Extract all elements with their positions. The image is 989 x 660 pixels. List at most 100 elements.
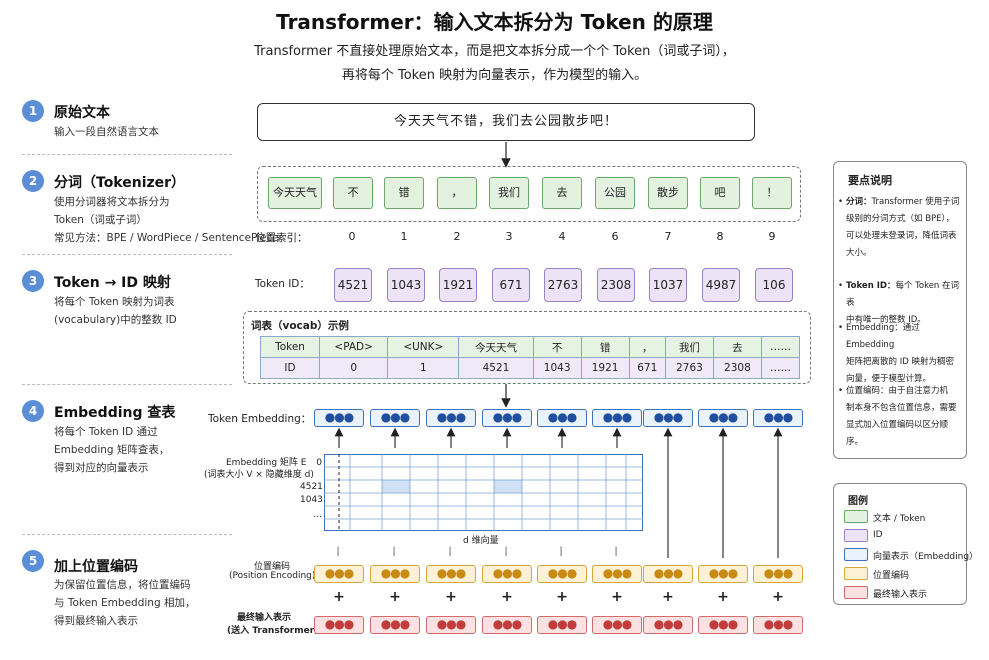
plus-sign: +	[772, 589, 784, 605]
final-input-vector: ●●●	[537, 616, 587, 634]
plus-sign: +	[333, 589, 345, 605]
legend-label: 位置编码	[873, 571, 910, 581]
token-id-box: 4521	[334, 268, 372, 302]
position-index: 4	[558, 230, 566, 243]
vocab-cell: 2763	[664, 357, 714, 379]
vocab-cell: ID	[260, 357, 320, 379]
legend-label: 向量表示（Embedding）	[873, 552, 979, 562]
token-id-box: 1921	[439, 268, 477, 302]
separator-bar: |	[614, 546, 618, 557]
token-box: 我们	[489, 177, 529, 209]
legend-panel	[833, 483, 967, 605]
legend-swatch-final	[844, 586, 868, 599]
separator-bar: |	[392, 546, 396, 557]
vocab-frame	[243, 311, 811, 384]
legend-title: 图例	[848, 496, 868, 507]
separator-bar: |	[448, 546, 452, 557]
plus-sign: +	[611, 589, 623, 605]
subtitle-line-2: 再将每个 Token 映射为向量表示，作为模型的输入。	[341, 68, 648, 83]
step-5-badge: 5	[22, 550, 44, 572]
token-id-label: Token ID：	[255, 278, 310, 290]
vocab-cell: 2308	[712, 357, 762, 379]
separator-bar: |	[336, 546, 340, 557]
token-box: ！	[752, 177, 792, 209]
step-3-title: Token → ID 映射	[54, 275, 171, 291]
dim-vector-label: d 维向量	[463, 536, 499, 546]
legend-swatch-token	[844, 510, 868, 523]
position-encoding-vector: ●●●	[426, 565, 476, 583]
notes-item-bold: Token ID：	[846, 281, 896, 291]
vocab-cell: ，	[628, 336, 666, 358]
plus-sign: +	[662, 589, 674, 605]
embedding-vector: ●●●	[592, 409, 642, 427]
step-3-badge: 3	[22, 270, 44, 292]
token-box: 吧	[700, 177, 740, 209]
position-encoding-vector: ●●●	[592, 565, 642, 583]
step-5-title: 加上位置编码	[54, 559, 138, 575]
legend-label: 最终输入表示	[873, 590, 928, 600]
separator-bar: |	[559, 546, 563, 557]
legend-label: 文本 / Token	[873, 514, 926, 524]
embedding-vector: ●●●	[698, 409, 748, 427]
position-encoding-vector: ●●●	[314, 565, 364, 583]
final-input-vector: ●●●	[370, 616, 420, 634]
vocab-cell: 1	[387, 357, 460, 379]
final-input-vector: ●●●	[753, 616, 803, 634]
final-input-label: 最终输入表示	[237, 613, 292, 623]
token-box: 错	[384, 177, 424, 209]
position-index: 6	[611, 230, 619, 243]
step-4-desc: 将每个 Token ID 通过 Embedding 矩阵查表， 得到对应的向量表…	[54, 426, 170, 474]
embedding-vector: ●●●	[482, 409, 532, 427]
vocab-cell: 0	[318, 357, 389, 379]
notes-panel	[833, 161, 967, 459]
embedding-matrix-title: Embedding 矩阵 E	[226, 458, 307, 468]
vocab-cell: ……	[760, 336, 801, 358]
position-encoding-vector: ●●●	[753, 565, 803, 583]
embedding-vector: ●●●	[314, 409, 364, 427]
position-index: 2	[453, 230, 461, 243]
position-encoding-vector: ●●●	[482, 565, 532, 583]
step-divider	[22, 534, 232, 535]
vocab-cell: 4521	[458, 357, 534, 379]
vocab-cell: 今天天气	[458, 336, 534, 358]
subtitle-line-1: Transformer 不直接处理原始文本，而是把文本拆分成一个个 Token（…	[254, 44, 735, 59]
legend-label: ID	[873, 530, 883, 540]
final-input-vector: ●●●	[482, 616, 532, 634]
legend-swatch-embedding	[844, 548, 868, 561]
matrix-row-label: 1043	[300, 495, 323, 505]
step-2-badge: 2	[22, 170, 44, 192]
token-id-box: 4987	[702, 268, 740, 302]
token-id-box: 671	[492, 268, 530, 302]
raw-text-box: 今天天气不错，我们去公园散步吧！	[257, 103, 755, 141]
embedding-vector: ●●●	[643, 409, 693, 427]
token-box: 公园	[595, 177, 635, 209]
vocab-cell: 我们	[664, 336, 714, 358]
matrix-row-label: ...	[313, 510, 322, 520]
vocab-id-row: ID 0 1 4521 1043 1921 671 2763 2308 ……	[260, 357, 801, 379]
position-index: 3	[505, 230, 513, 243]
position-index: 8	[716, 230, 724, 243]
position-index-label: 位置索引：	[255, 232, 308, 244]
final-input-vector: ●●●	[698, 616, 748, 634]
notes-item-bold: 分词：	[846, 197, 872, 207]
step-2-title: 分词（Tokenizer）	[54, 175, 186, 191]
position-index: 9	[768, 230, 776, 243]
step-divider	[22, 154, 232, 155]
matrix-row-label: 4521	[300, 482, 323, 492]
vocab-cell: Token	[260, 336, 320, 358]
plus-sign: +	[717, 589, 729, 605]
notes-item-text: 位置编码：由于自注意力机 制本身不包含位置信息，需要 显式加入位置编码以区分顺序…	[846, 386, 957, 447]
notes-item: • Embedding：通过 Embedding 矩阵把离散的 ID 映射为稠密…	[838, 320, 964, 388]
vocab-cell: 去	[712, 336, 762, 358]
vocab-cell: ……	[760, 357, 801, 379]
vocab-cell: 1921	[580, 357, 630, 379]
vocab-cell: 1043	[532, 357, 582, 379]
final-input-vector: ●●●	[592, 616, 642, 634]
step-4-title: Embedding 查表	[54, 405, 176, 421]
vocab-cell: <UNK>	[387, 336, 460, 358]
plus-sign: +	[389, 589, 401, 605]
embedding-vector: ●●●	[370, 409, 420, 427]
final-input-vector: ●●●	[426, 616, 476, 634]
token-group-frame	[257, 166, 801, 222]
